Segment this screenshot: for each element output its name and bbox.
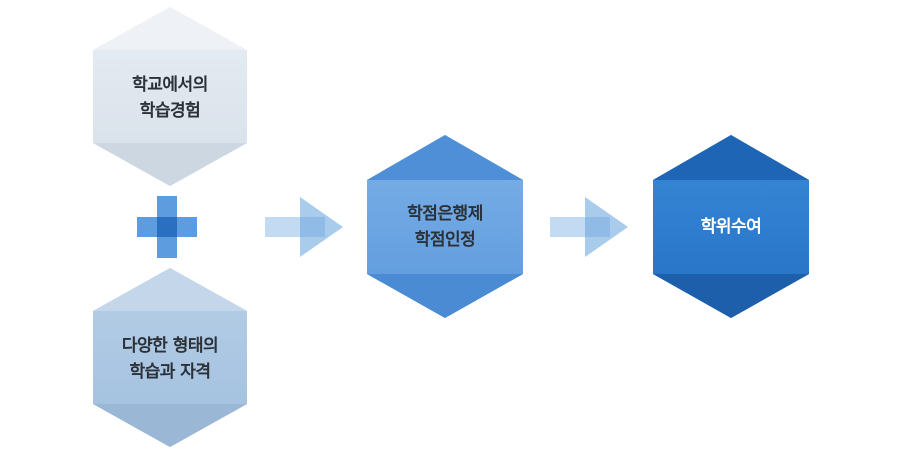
school-experience-label: 학교에서의 학습경험 bbox=[105, 72, 235, 124]
school-experience-line2: 학습경험 bbox=[139, 101, 201, 121]
degree-award-label: 학위수여 bbox=[666, 214, 796, 240]
diverse-learning-line1: 다양한 형태의 bbox=[121, 336, 219, 356]
hex-credit-bank bbox=[367, 135, 523, 318]
hex-diverse-learning bbox=[93, 268, 247, 447]
diverse-learning-line2: 학습과 자격 bbox=[129, 362, 211, 382]
credit-bank-label: 학점은행제 학점인정 bbox=[380, 201, 510, 253]
hex-school-experience bbox=[93, 7, 247, 186]
diverse-learning-label: 다양한 형태의 학습과 자격 bbox=[105, 333, 235, 385]
credit-bank-line2: 학점인정 bbox=[414, 230, 476, 250]
arrow-right-icon bbox=[265, 197, 343, 257]
credit-bank-line1: 학점은행제 bbox=[407, 204, 483, 224]
school-experience-line1: 학교에서의 bbox=[132, 75, 208, 95]
hex-degree-award bbox=[653, 135, 809, 318]
degree-award-text: 학위수여 bbox=[700, 217, 762, 237]
plus-icon bbox=[137, 196, 197, 258]
arrow-right-icon bbox=[550, 197, 628, 257]
